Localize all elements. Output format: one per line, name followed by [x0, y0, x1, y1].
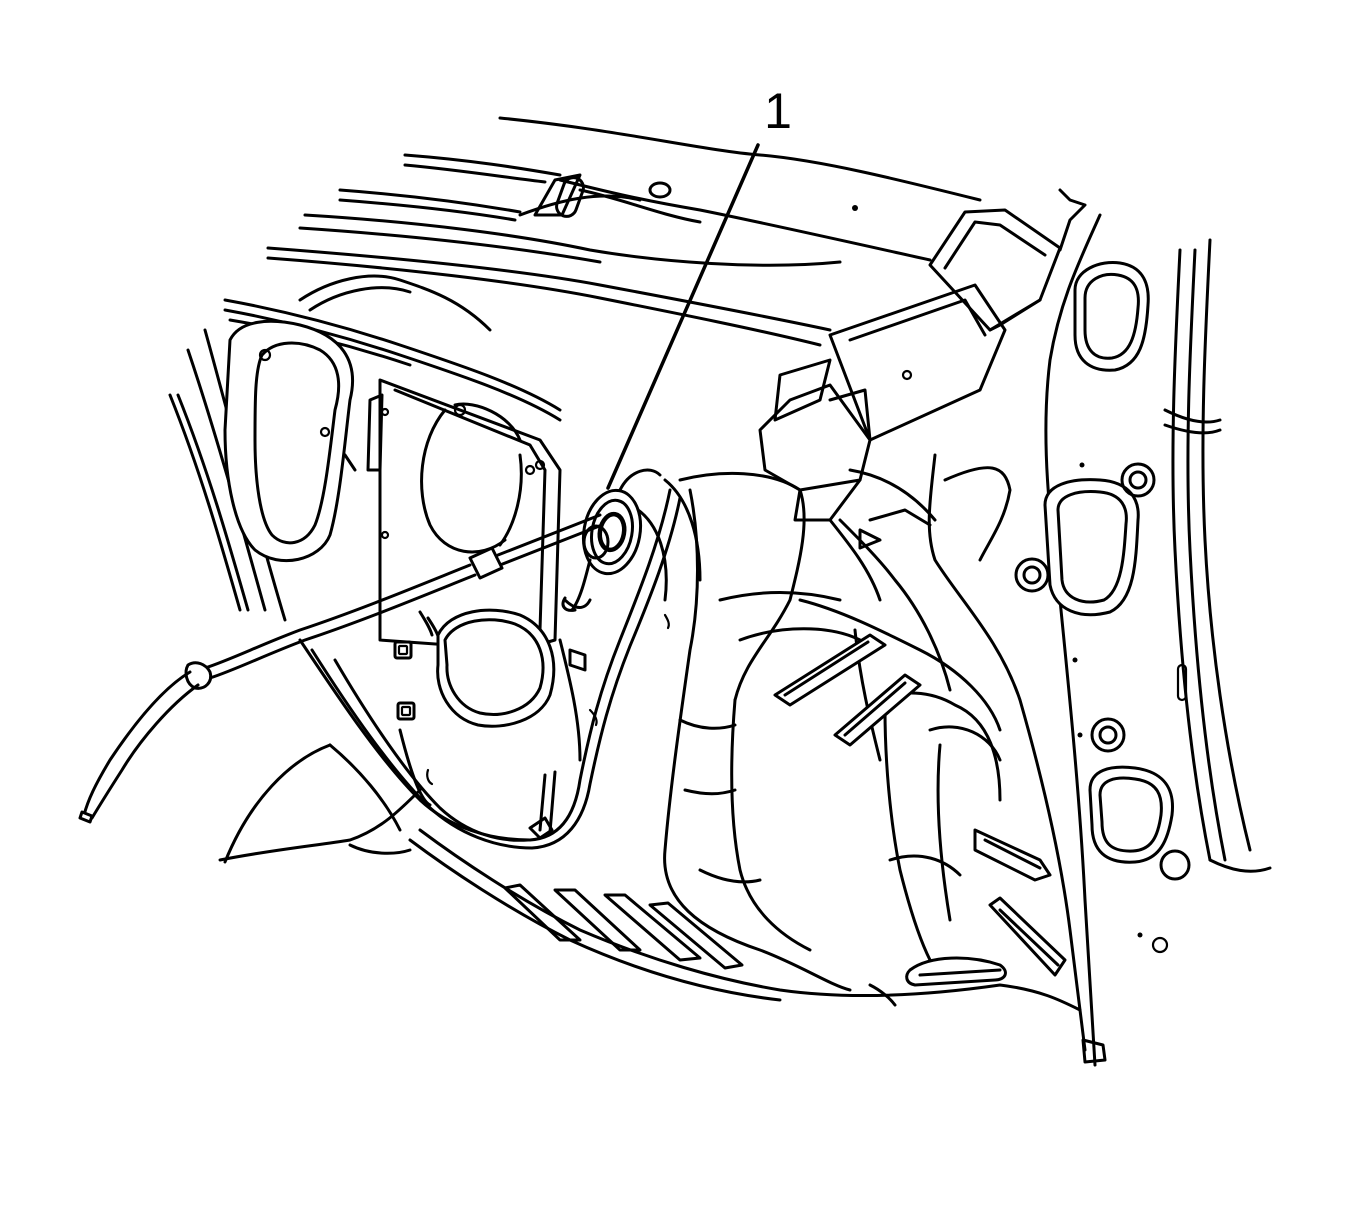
underbody-vents — [503, 883, 744, 970]
speaker-openings — [366, 378, 562, 728]
lower-door-seal — [298, 468, 702, 850]
roof-slots — [533, 173, 858, 218]
right-pillar-panel — [1014, 188, 1272, 1067]
left-panel-cutout — [223, 319, 357, 563]
roof-rail-lines — [266, 116, 982, 347]
upper-right-bracket — [758, 208, 1062, 522]
wheelhouse — [663, 453, 1087, 1052]
callout-1: 1 — [606, 83, 792, 490]
callout-label: 1 — [764, 83, 792, 139]
cable — [78, 513, 604, 824]
wheelhouse-vents — [773, 633, 1067, 987]
leader-line — [606, 143, 760, 490]
cable-grommet — [561, 488, 643, 612]
underbody — [218, 743, 1082, 1012]
